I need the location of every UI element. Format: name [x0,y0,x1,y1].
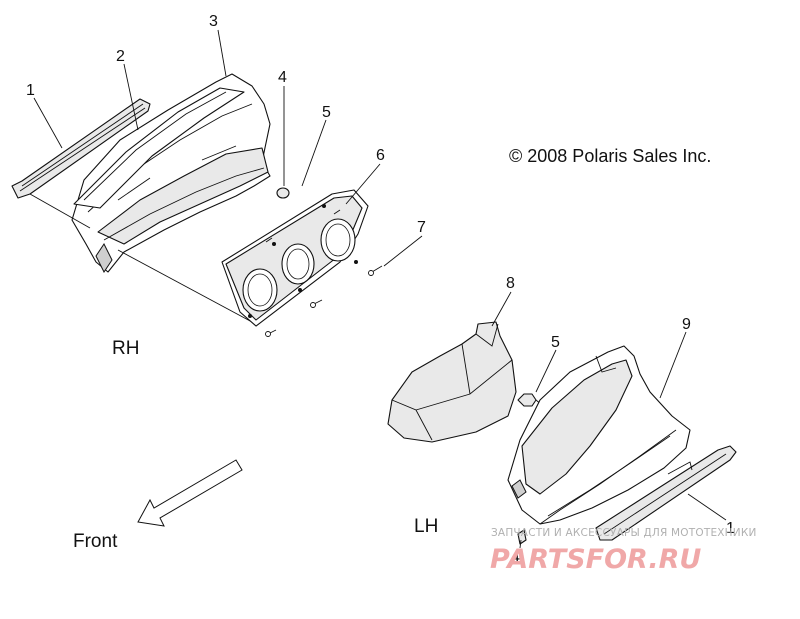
watermark-tagline: ЗАПЧАСТИ И АКСЕССУАРЫ ДЛЯ МОТОТЕХНИКИ [491,527,757,539]
part-9-console-housing-lh [507,345,691,525]
part-4-plug-lh [517,529,527,545]
copyright-notice: © 2008 Polaris Sales Inc. [509,146,711,166]
callout-3: 3 [209,13,218,30]
callout-7: 7 [417,219,426,236]
callout-5-bottom: 5 [551,334,560,351]
gauge-right-ring [320,218,356,262]
gauge-left-ring [242,268,278,312]
callout-1-top: 1 [26,82,35,99]
callout-5-top: 5 [322,104,331,121]
part-2-bezel-trim-rh [73,87,245,209]
watermark-brand: PARTSFOR.RU [490,544,701,575]
label-front: Front [73,531,118,552]
leader-housing-gauge [117,249,253,323]
part-8-foam-block [387,321,517,443]
label-lh: LH [414,516,438,537]
callout-2: 2 [116,48,125,65]
leader-part1-housing [29,193,91,229]
callout-leaders [33,29,727,549]
label-rh: RH [112,338,139,359]
part-1-trim-strip-lh [595,445,737,541]
part-1-trim-strip-rh [11,98,151,199]
callout-1-bottom: 1 [726,520,735,537]
part-7-screws [265,209,383,337]
callout-9: 9 [682,316,691,333]
part-4-plug-rh [276,187,290,199]
part-6-gauge-panel [221,189,369,327]
callout-6: 6 [376,147,385,164]
front-arrow-icon [137,459,243,527]
callout-4-top: 4 [278,69,287,86]
callout-4-bottom: 4 [511,549,520,566]
part-3-console-housing-rh [71,73,271,273]
callout-8: 8 [506,275,515,292]
